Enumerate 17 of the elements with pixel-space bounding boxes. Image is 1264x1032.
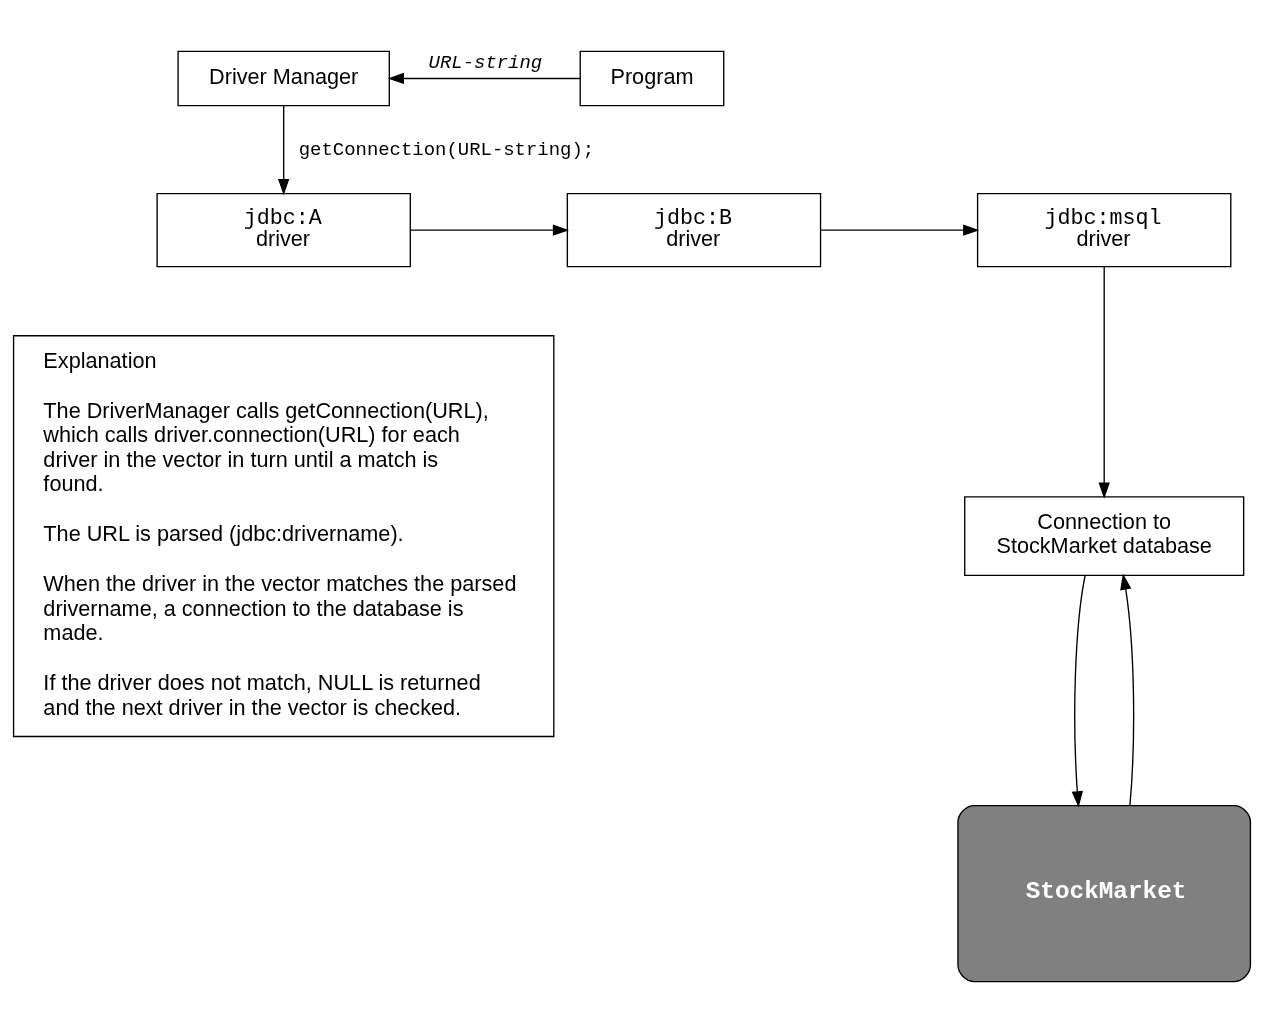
arrow (1071, 574, 1086, 808)
arrow (819, 223, 980, 236)
node-box: Driver Manager (177, 50, 390, 106)
arrow (387, 72, 581, 84)
node-box: jdbc:A driver (156, 192, 411, 267)
node-box: Connection to StockMarket database (964, 495, 1245, 576)
node-box: jdbc:msql driver (976, 192, 1232, 267)
node-box: jdbc:B driver (566, 192, 822, 267)
edge-label: getConnection(URL-string); (298, 138, 595, 161)
node-box: StockMarket (957, 804, 1252, 982)
arrow (1098, 265, 1110, 499)
arrow (278, 104, 290, 195)
node-box: Explanation The DriverManager calls getConnection(URL), which calls driver.connection(URL) for each driver in the vector in turn until a match is found. The URL is parsed (jdbc:drivername). When the driver in the vector matches the parsed drivername, a connection to the database is made. If the driver does not match, NULL is returned and the next driver in the vector is checked. (12, 334, 555, 737)
node-box: Program (579, 50, 725, 106)
arrow (1120, 572, 1135, 806)
arrow (409, 223, 570, 236)
edge-label: URL-string (428, 51, 543, 74)
